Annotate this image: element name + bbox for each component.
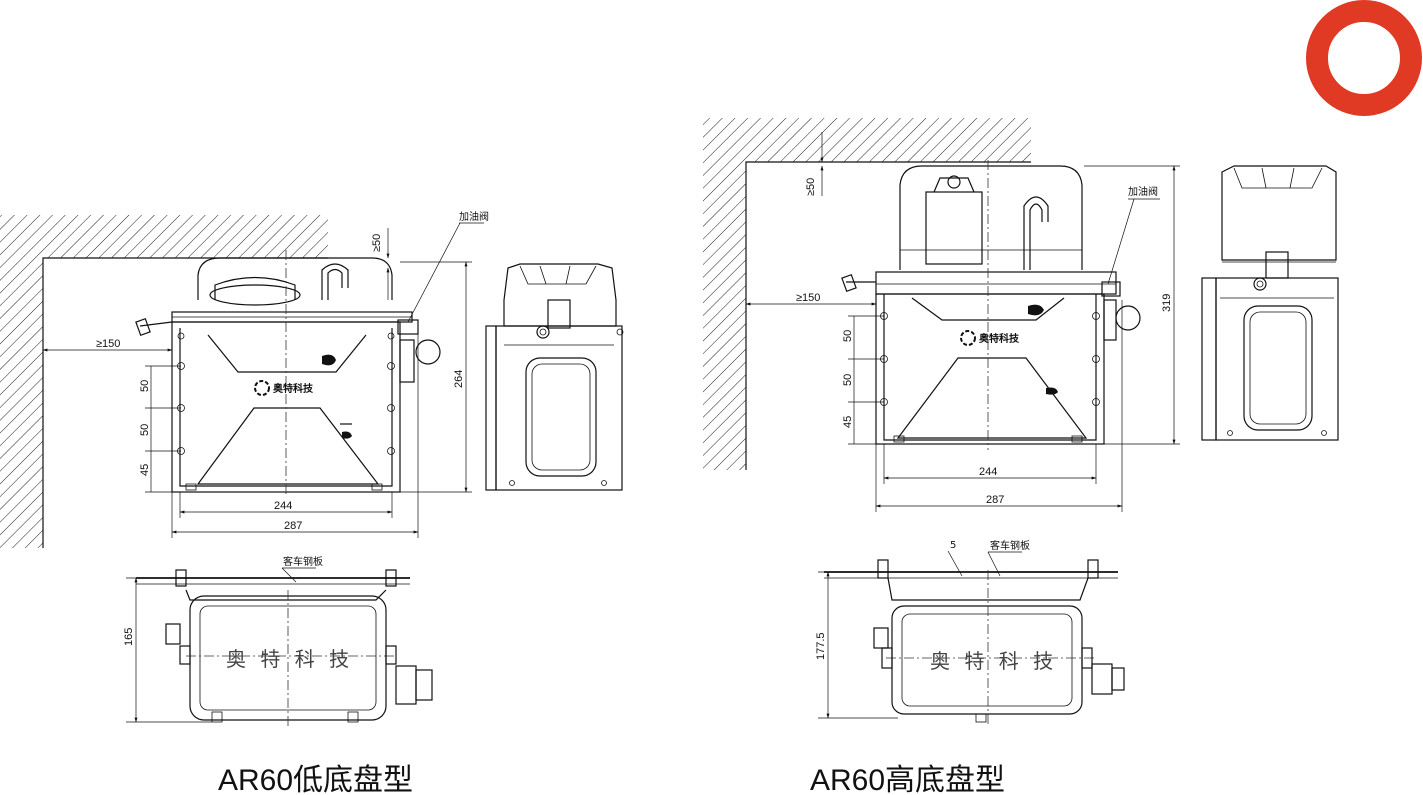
low-logo-text: 奥特科技 (273, 382, 314, 395)
low-pitch-3: 45 (139, 464, 151, 476)
wall-hatch (0, 215, 328, 548)
high-valve-label: 加油阀 (1128, 185, 1158, 198)
low-model-bottom-view: 客车钢板 奥 特 科 技 165 (123, 555, 433, 726)
high-width-inner: 244 (979, 466, 997, 478)
high-plate-thickness: 5 (950, 540, 956, 551)
low-model-caption: AR60低底盘型 (218, 764, 413, 795)
low-model-front-view: 奥特科技 加油阀 ≥50 ≥150 264 50 50 45 244 (0, 210, 489, 548)
high-model-side-view (1201, 165, 1339, 441)
high-pitch-1: 50 (842, 330, 854, 342)
low-width-inner: 244 (274, 500, 292, 512)
brand-ring-logo (1306, 0, 1422, 116)
high-bottom-height: 177.5 (815, 632, 827, 660)
high-clearance-side: ≥150 (796, 292, 820, 304)
wall-hatch (703, 118, 1031, 470)
high-pitch-3: 45 (842, 416, 854, 428)
high-model-bottom-view: 5 客车钢板 奥 特 科 技 177.5 (815, 539, 1125, 724)
low-bottom-height: 165 (123, 628, 135, 646)
high-model-caption: AR60高底盘型 (810, 764, 1005, 795)
low-height: 264 (453, 370, 465, 388)
low-pitch-2: 50 (139, 424, 151, 436)
high-pitch-2: 50 (842, 374, 854, 386)
high-logo-text: 奥特科技 (979, 332, 1020, 345)
high-height: 319 (1161, 294, 1173, 312)
low-clearance-side: ≥150 (96, 338, 120, 350)
high-model-front-view: 奥特科技 加油阀 ≥50 ≥150 319 50 50 45 244 (703, 118, 1180, 512)
high-width-outer: 287 (986, 494, 1004, 506)
low-model-side-view (485, 263, 624, 491)
high-clearance-top: ≥50 (805, 178, 817, 196)
high-emboss-text: 奥 特 科 技 (930, 649, 1057, 673)
low-plate-label: 客车钢板 (283, 555, 323, 568)
low-emboss-text: 奥 特 科 技 (226, 647, 353, 671)
low-clearance-top: ≥50 (371, 234, 383, 252)
high-plate-label: 客车钢板 (990, 539, 1030, 552)
low-logo: 奥特科技 (254, 380, 314, 396)
low-width-outer: 287 (284, 520, 302, 532)
high-logo: 奥特科技 (960, 330, 1020, 346)
low-valve-label: 加油阀 (459, 210, 489, 223)
low-pitch-1: 50 (139, 380, 151, 392)
